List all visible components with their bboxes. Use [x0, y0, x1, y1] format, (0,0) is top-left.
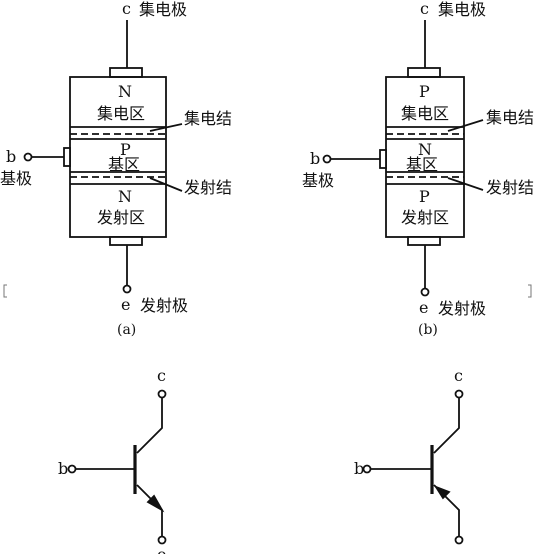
- npn-transistor-symbol: [67, 389, 167, 545]
- npn-symbol-labels: c b e: [58, 366, 166, 554]
- npn-emitter-terminal: [157, 535, 167, 545]
- region-name-0-b: 集电区: [401, 104, 449, 123]
- left-margin-mark: [3, 284, 7, 298]
- region-name-1-a: 基区: [108, 155, 140, 174]
- region-type-1-a: P: [120, 140, 131, 159]
- collector-label-b: 集电极: [438, 0, 486, 19]
- collector-junction-pointer-a: [149, 123, 183, 132]
- emitter-contact-a: [109, 236, 143, 246]
- pnp-transistor-symbol: [362, 389, 464, 545]
- base-terminal-dot-a: [23, 152, 33, 162]
- base-contact-b: [379, 149, 387, 169]
- emitter-label-a: 发射极: [140, 296, 188, 315]
- npn-base-terminal: [67, 464, 77, 474]
- pnp-collector-terminal: [454, 389, 464, 399]
- base-label-a: 基极: [0, 169, 32, 188]
- pnp-collector-lead: [433, 398, 460, 454]
- region-type-2-a: N: [118, 187, 132, 206]
- collector-terminal-a: c: [122, 0, 131, 18]
- collector-contact-b: [407, 67, 441, 78]
- collector-terminal-b: c: [420, 0, 429, 18]
- base-label-b: 基极: [302, 171, 334, 190]
- region-name-2-b: 发射区: [401, 208, 449, 227]
- npn-emitter-lead: [136, 484, 163, 536]
- npn-collector-terminal: [157, 389, 167, 399]
- region-name-0-a: 集电区: [97, 104, 145, 123]
- structure-diagram-b: [322, 20, 484, 297]
- caption-a: (a): [117, 322, 136, 338]
- pnp-symbol-labels: c b: [354, 366, 463, 478]
- caption-b: (b): [418, 322, 438, 338]
- emitter-junction-label-b: 发射结: [486, 178, 534, 197]
- pnp-emitter-terminal: [454, 535, 464, 545]
- emitter-contact-b: [407, 236, 441, 246]
- collector-label-a: 集电极: [139, 0, 187, 19]
- pnp-emitter-arrow-icon: [433, 485, 451, 500]
- npn-base-label: b: [58, 459, 68, 478]
- collector-junction-label-a: 集电结: [184, 109, 232, 128]
- emitter-terminal-b: e: [419, 298, 428, 317]
- structure-diagram-a: [23, 20, 183, 294]
- margin-marks: [3, 284, 532, 298]
- pnp-base-terminal: [362, 464, 372, 474]
- emitter-label-b: 发射极: [438, 299, 486, 318]
- emitter-terminal-a: e: [121, 295, 130, 314]
- collector-junction-label-b: 集电结: [486, 108, 534, 127]
- collector-junction-pointer-b: [447, 119, 484, 132]
- emitter-terminal-dot-a: [122, 284, 132, 294]
- base-terminal-a: b: [6, 147, 16, 166]
- base-terminal-dot-b: [322, 154, 332, 164]
- right-margin-mark: [528, 284, 532, 298]
- base-contact-a: [63, 147, 71, 167]
- pnp-base-label: b: [354, 459, 364, 478]
- region-name-1-b: 基区: [406, 155, 438, 174]
- npn-emitter-label: e: [157, 545, 166, 554]
- base-terminal-b: b: [310, 149, 320, 168]
- emitter-junction-label-a: 发射结: [184, 178, 232, 197]
- region-type-0-a: N: [118, 82, 132, 101]
- region-name-2-a: 发射区: [97, 208, 145, 227]
- emitter-junction-pointer-b: [447, 177, 484, 191]
- npn-emitter-arrow-icon: [146, 494, 165, 513]
- structure-labels-a: c 集电极 N 集电区 P 基区 N 发射区 集电结 发射结 b 基极 e 发射…: [0, 0, 232, 338]
- region-type-0-b: P: [419, 82, 430, 101]
- region-type-2-b: P: [419, 187, 430, 206]
- region-type-1-b: N: [418, 140, 432, 159]
- npn-collector-label: c: [157, 366, 166, 385]
- pnp-collector-label: c: [454, 366, 463, 385]
- emitter-junction-pointer-a: [149, 177, 183, 192]
- structure-labels-b: c 集电极 P 集电区 N 基区 P 发射区 集电结 发射结 b 基极 e 发射…: [302, 0, 534, 338]
- emitter-terminal-dot-b: [420, 287, 430, 297]
- collector-contact-a: [109, 67, 143, 78]
- npn-collector-lead: [136, 398, 163, 454]
